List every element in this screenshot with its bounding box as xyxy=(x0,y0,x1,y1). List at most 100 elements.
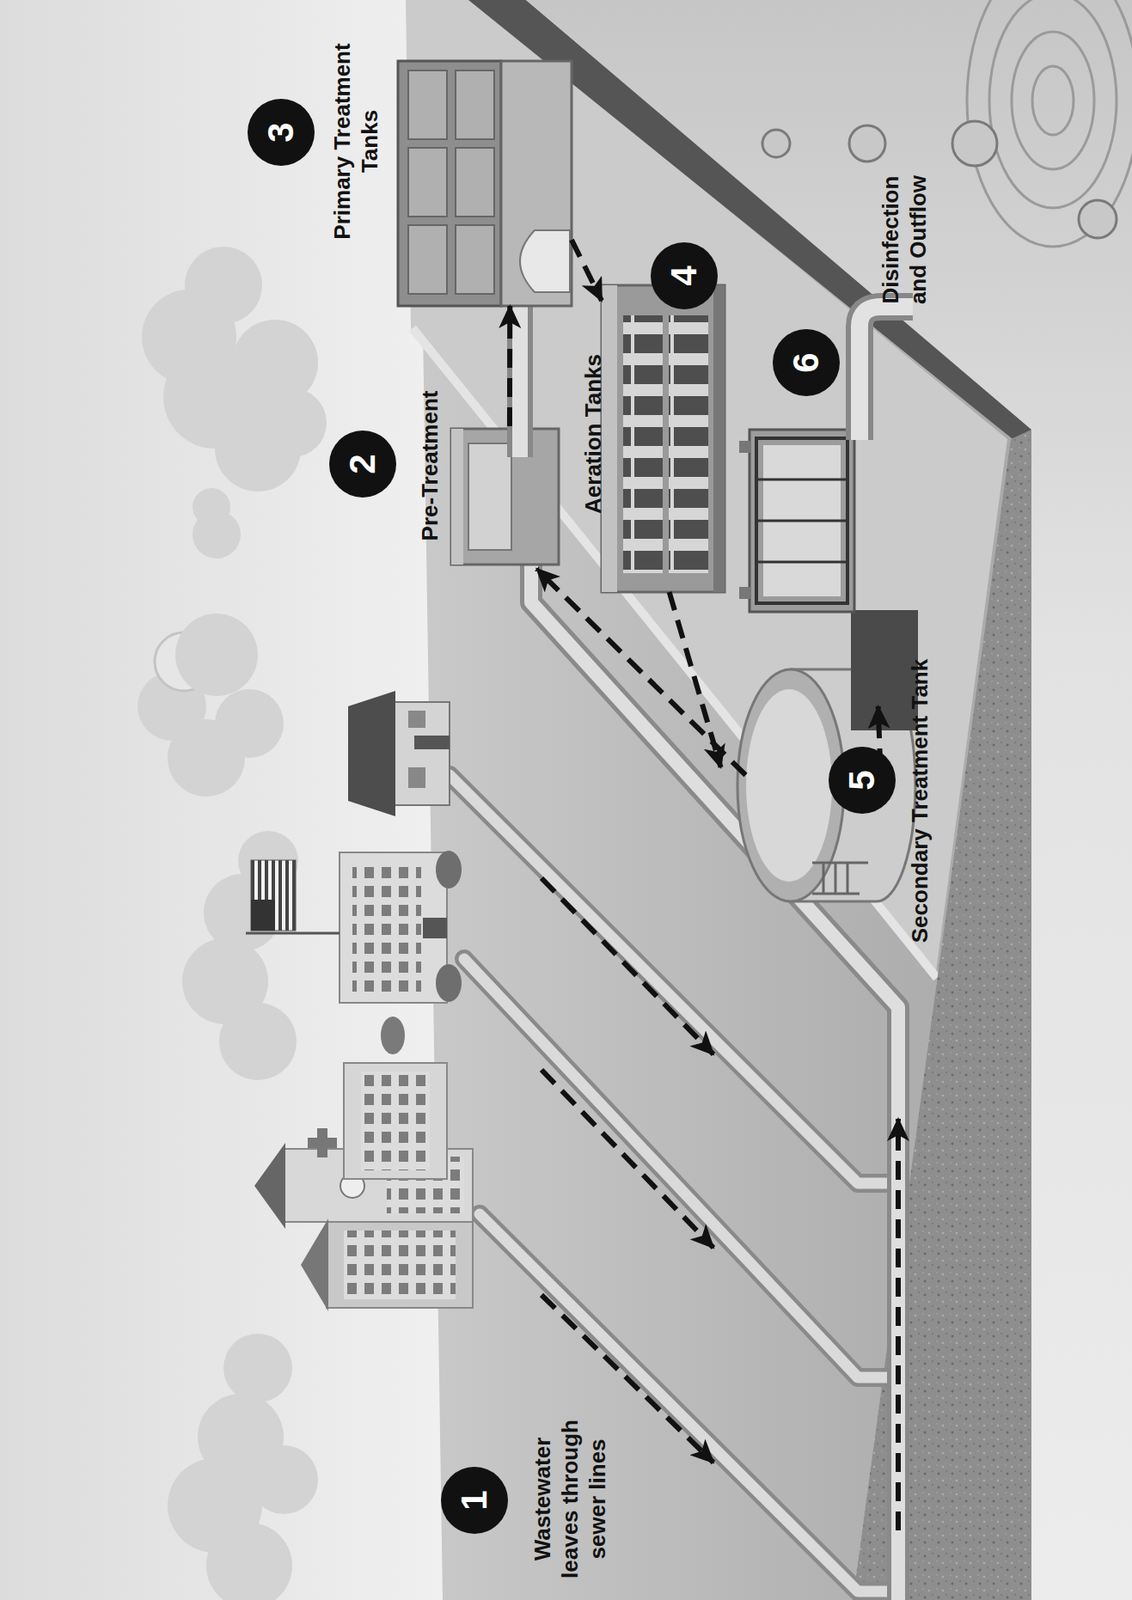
process-stage: 2Pre-Treatment xyxy=(438,426,562,570)
tank-top xyxy=(397,61,502,306)
cloud-puff xyxy=(175,613,258,697)
tank-cell xyxy=(455,225,495,294)
callout-circle: 2 xyxy=(329,430,397,498)
building-windows xyxy=(352,861,422,995)
stage-label: Wastewater leaves through sewer lines xyxy=(528,1402,612,1597)
flow-arrow xyxy=(541,878,714,1055)
cloud-puff xyxy=(249,1445,319,1515)
outflow-pipe xyxy=(859,306,913,441)
cloud-puff xyxy=(192,488,231,527)
unit-leg xyxy=(739,587,752,600)
hospital-building xyxy=(307,1016,447,1180)
soil xyxy=(852,429,1032,1600)
callout-number: 6 xyxy=(788,352,825,373)
house-roof xyxy=(348,691,396,817)
building-wall xyxy=(343,1063,447,1180)
building-wall xyxy=(326,1222,473,1309)
aeration-tanks xyxy=(601,285,725,593)
railing xyxy=(756,438,848,604)
primary-tanks xyxy=(397,61,572,306)
callout-circle: 6 xyxy=(772,329,840,397)
unit-wall xyxy=(451,428,559,565)
aerator-row xyxy=(668,315,709,574)
building-roof xyxy=(254,1143,286,1230)
bush xyxy=(435,850,462,889)
flow-arrow xyxy=(541,1070,714,1249)
ladder xyxy=(812,862,869,894)
callout-circle: 1 xyxy=(440,1467,508,1535)
building-windows xyxy=(361,1071,430,1171)
flow-arrow xyxy=(536,569,746,776)
ladder-rung xyxy=(822,862,826,894)
government-building xyxy=(245,850,462,1004)
tank-cell xyxy=(408,147,447,217)
railing-post xyxy=(756,478,848,482)
process-stage: 6Disinfection and Outflow xyxy=(739,311,920,707)
callout-number: 5 xyxy=(844,770,881,790)
flag-canton xyxy=(250,899,276,931)
flow-arrow xyxy=(669,592,722,768)
window xyxy=(408,710,426,729)
pipe xyxy=(507,300,533,458)
railing-post xyxy=(756,561,848,564)
ripple xyxy=(1032,66,1074,135)
outflow-pipe xyxy=(859,306,913,441)
stage-label: Disinfection and Outflow xyxy=(876,158,932,322)
process-stage: 1 Wastewater leaves through sewer lines xyxy=(249,775,912,1600)
stage-label: Pre-Treatment xyxy=(416,367,444,565)
callout-circle: 5 xyxy=(828,746,896,814)
cloud xyxy=(137,246,327,1600)
process-stage: 3Primary Treatment Tanks xyxy=(397,61,572,306)
tank-front xyxy=(501,61,572,306)
unit-basin xyxy=(749,429,855,612)
house-wall xyxy=(391,702,450,806)
stage-label: Aeration Tanks xyxy=(579,318,607,551)
house xyxy=(348,691,450,817)
disinfection-unit xyxy=(739,429,918,731)
aerator-row xyxy=(623,315,663,574)
stage-label: Primary Treatment Tanks xyxy=(328,14,384,269)
droplet xyxy=(952,121,998,166)
cloud-puff xyxy=(184,246,263,325)
unit-leg xyxy=(739,440,752,453)
tank-water xyxy=(746,689,833,882)
tank-opening xyxy=(520,230,570,293)
ladder-rail xyxy=(812,862,869,865)
building-roof xyxy=(300,1218,329,1312)
tank-cell xyxy=(455,147,495,217)
process-stage: 4Aeration Tanks xyxy=(601,285,725,593)
tank-cell xyxy=(455,70,495,140)
callout-number: 2 xyxy=(344,453,381,474)
callout-circle: 3 xyxy=(247,98,315,166)
pipe xyxy=(512,300,528,458)
tank-front xyxy=(713,285,725,593)
callout-circle: 4 xyxy=(650,242,718,310)
flag-pole xyxy=(245,932,340,936)
unit-top xyxy=(451,428,464,565)
stage-label: Secondary Treatment Tank xyxy=(905,637,934,965)
droplet xyxy=(849,125,886,162)
callout-number: 3 xyxy=(263,122,300,142)
ripple xyxy=(989,0,1117,209)
flow-arrow xyxy=(507,305,513,427)
flow-arrows xyxy=(541,878,899,1531)
unit-channel xyxy=(468,443,512,551)
window xyxy=(408,767,426,789)
droplet xyxy=(1078,200,1117,239)
ladder-rung xyxy=(846,862,850,894)
cross-symbol xyxy=(317,1128,328,1158)
ripples xyxy=(966,0,1132,247)
building-windows xyxy=(343,1230,456,1300)
bush xyxy=(435,964,462,1003)
cloud-puff xyxy=(223,1333,293,1403)
callout-number: 4 xyxy=(666,265,703,286)
flow-arrow xyxy=(895,1119,901,1531)
tank-base xyxy=(601,285,725,593)
building-wall xyxy=(339,852,447,1004)
tank-top xyxy=(737,669,845,902)
cloud-puff xyxy=(182,938,269,1025)
